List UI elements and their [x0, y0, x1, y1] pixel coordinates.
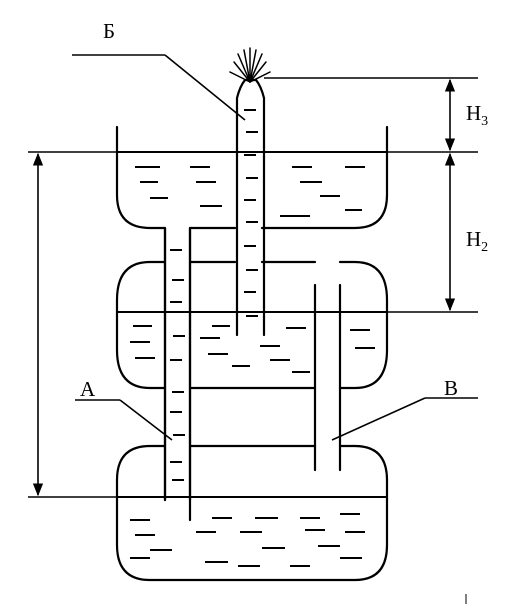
- fountain-jet: [229, 47, 271, 83]
- v-leader-line: [331, 397, 426, 441]
- label-v: В: [444, 376, 458, 400]
- bottom-vessel: [115, 444, 389, 582]
- water-dashes: [130, 109, 375, 567]
- middle-vessel: [115, 260, 389, 390]
- label-h3-main: H: [466, 101, 481, 125]
- label-h3-sub: 3: [481, 114, 488, 129]
- b-leader-line: [164, 54, 246, 121]
- pipe-b-tube: [235, 78, 266, 337]
- label-b: Б: [103, 19, 115, 43]
- label-h2: H2: [466, 227, 488, 255]
- label-h3: H3: [466, 101, 488, 129]
- label-h2-sub: 2: [481, 240, 488, 255]
- a-leader-line: [119, 399, 173, 441]
- label-h2-main: H: [466, 227, 481, 251]
- label-a: А: [80, 377, 96, 401]
